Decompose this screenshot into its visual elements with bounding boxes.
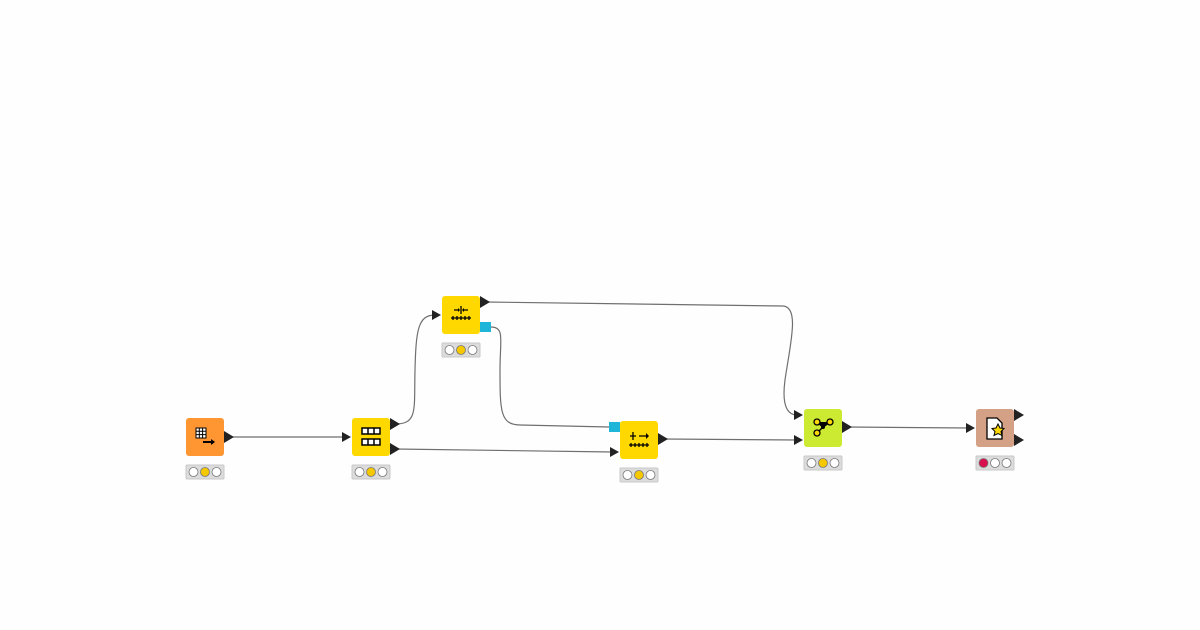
status-light <box>990 458 1000 468</box>
status-indicator <box>803 455 843 471</box>
output-port[interactable] <box>1014 409 1024 421</box>
partition-icon <box>361 427 381 446</box>
status-light <box>467 345 478 355</box>
status-light <box>200 467 210 477</box>
output-port[interactable] <box>480 296 490 308</box>
status-light <box>818 458 828 468</box>
flow-variable-input-port[interactable] <box>609 422 620 432</box>
status-indicator <box>619 467 659 483</box>
input-port[interactable] <box>610 447 619 457</box>
status-light <box>366 467 376 477</box>
input-port[interactable] <box>966 423 975 433</box>
connection-n4-n5[interactable] <box>662 438 798 441</box>
node-body[interactable] <box>352 418 390 456</box>
status-light <box>806 458 817 468</box>
node-n4[interactable] <box>609 421 668 483</box>
report-star-icon <box>986 417 1006 440</box>
table-output-icon <box>195 427 215 445</box>
status-light <box>456 345 466 355</box>
connection-n2-n3[interactable] <box>394 314 436 425</box>
status-light <box>978 458 989 468</box>
input-port[interactable] <box>342 432 351 442</box>
output-port[interactable] <box>390 418 400 430</box>
status-light <box>634 470 644 480</box>
status-light <box>377 467 388 477</box>
node-body[interactable] <box>620 421 658 459</box>
input-port[interactable] <box>794 410 803 420</box>
status-light <box>444 345 455 355</box>
node-n3[interactable] <box>432 296 491 358</box>
status-indicator <box>185 464 225 480</box>
status-indicator <box>441 342 481 358</box>
status-light <box>829 458 840 468</box>
scorer-graph-icon <box>813 418 834 437</box>
output-port[interactable] <box>842 421 852 433</box>
flow-variable-output-port[interactable] <box>480 322 491 332</box>
status-light <box>622 470 633 480</box>
output-port[interactable] <box>390 443 400 455</box>
status-light <box>211 467 222 477</box>
learner-icon <box>451 306 471 320</box>
flow-variable-connection-n3-n4[interactable] <box>490 326 610 428</box>
status-light <box>188 467 199 477</box>
status-indicator <box>975 455 1015 471</box>
node-n6[interactable] <box>966 409 1024 471</box>
status-light <box>1001 458 1012 468</box>
output-port[interactable] <box>658 433 668 445</box>
status-light <box>645 470 656 480</box>
status-indicator <box>351 464 391 480</box>
status-light <box>354 467 365 477</box>
node-n5[interactable] <box>794 409 852 471</box>
input-port[interactable] <box>432 310 441 320</box>
output-port[interactable] <box>1014 434 1024 446</box>
node-n1[interactable] <box>185 418 234 480</box>
connections <box>229 301 970 453</box>
connection-n5-n6[interactable] <box>846 426 970 429</box>
node-n2[interactable] <box>342 418 400 480</box>
connection-n2-n4[interactable] <box>394 448 614 453</box>
connection-n3-n5[interactable] <box>484 301 798 416</box>
node-body[interactable] <box>442 296 480 334</box>
predictor-icon <box>629 432 649 447</box>
output-port[interactable] <box>224 431 234 443</box>
input-port[interactable] <box>794 435 803 445</box>
